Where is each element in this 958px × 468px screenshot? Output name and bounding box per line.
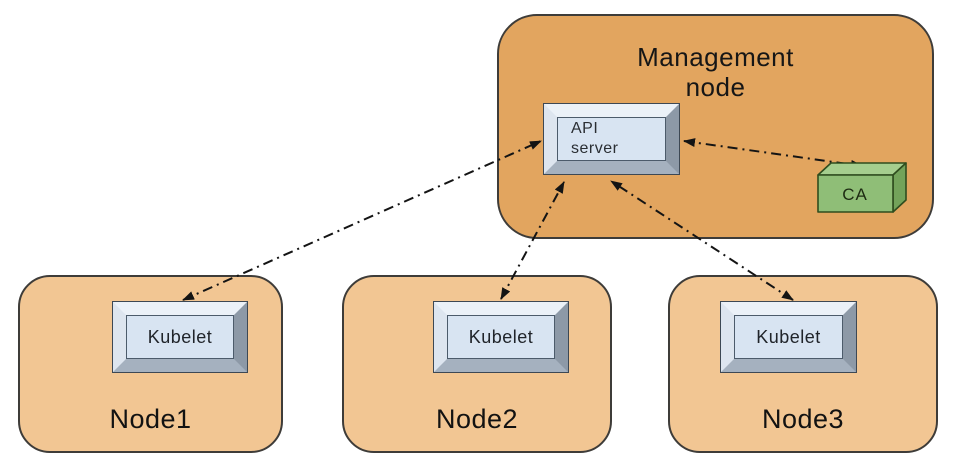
kubelet-node2-bevel: Kubelet (434, 302, 568, 372)
kubelet-node3-bevel: Kubelet (721, 302, 856, 372)
kubelet-node1-label: Kubelet (147, 326, 213, 347)
api-server-face: API server (557, 117, 666, 161)
kubelet-node2-box: Kubelet (433, 301, 569, 373)
kubelet-node2-label: Kubelet (468, 326, 534, 347)
kubelet-node3-label: Kubelet (756, 326, 821, 347)
kubelet-node2-face: Kubelet (447, 315, 555, 359)
node1-label: Node1 (109, 404, 192, 434)
node3-label: Node3 (761, 404, 845, 434)
kubelet-node1-bevel: Kubelet (113, 302, 247, 372)
node2-label: Node2 (435, 404, 519, 434)
api-server-box: API server (543, 103, 680, 175)
kubelet-node3-face: Kubelet (734, 315, 843, 359)
api-server-label: API server (571, 120, 619, 157)
api-server-bevel: API server (544, 104, 679, 174)
management-node-title: Management node (637, 42, 794, 103)
kubelet-node1-box: Kubelet (112, 301, 248, 373)
kubelet-node1-face: Kubelet (126, 315, 234, 359)
kubelet-node3-box: Kubelet (720, 301, 857, 373)
